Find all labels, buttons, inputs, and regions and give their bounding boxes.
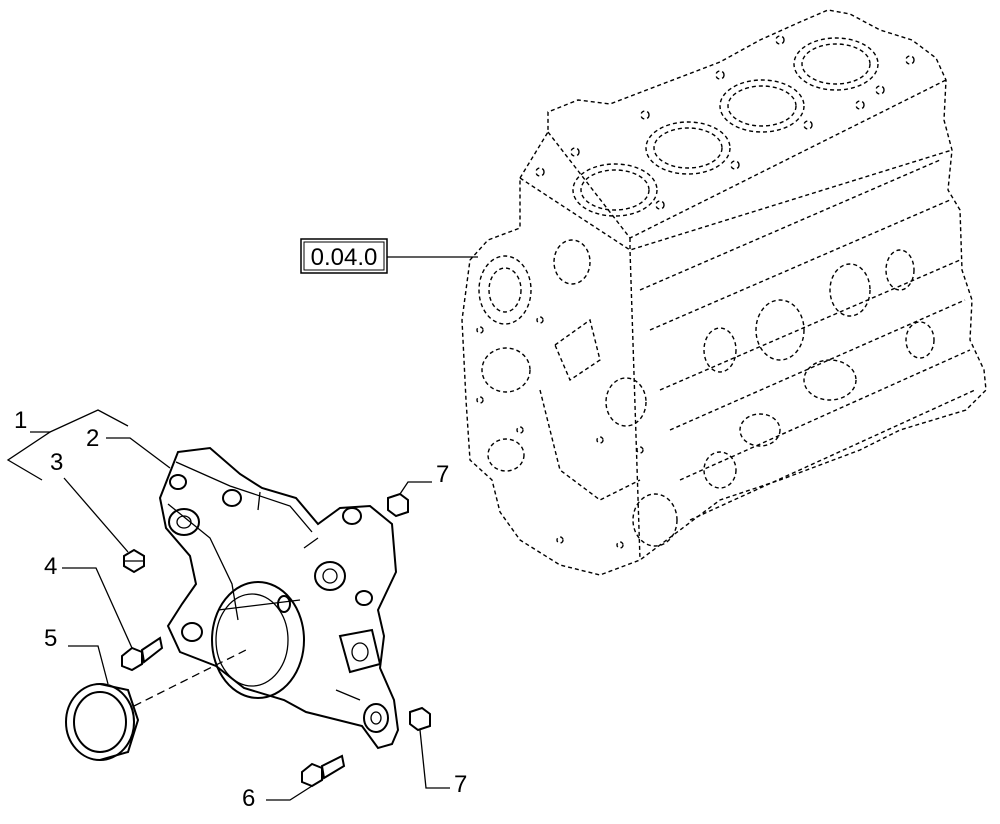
callout-5-label: 5	[44, 625, 57, 652]
reference-box: 0.04.0	[300, 238, 478, 274]
callout-7-lower: 7	[419, 729, 467, 798]
timing-cover	[158, 446, 400, 750]
callout-3-label: 3	[50, 449, 63, 476]
reference-label: 0.04.0	[311, 244, 378, 271]
engine-block-outline	[461, 9, 987, 576]
dowel-upper	[387, 492, 409, 518]
crankshaft-seal	[65, 647, 251, 761]
callout-5: 5	[44, 625, 109, 685]
dowel-plug	[123, 548, 145, 574]
callout-2: 2	[86, 425, 171, 469]
callout-2-label: 2	[86, 425, 99, 452]
callout-4-label: 4	[44, 553, 57, 580]
callout-1: 1	[6, 407, 129, 481]
dowel-lower	[409, 706, 431, 732]
callout-3: 3	[50, 449, 129, 553]
callout-7-upper-label: 7	[436, 461, 449, 488]
callout-6: 6	[242, 785, 313, 812]
callout-7-upper: 7	[399, 461, 449, 495]
callout-7-lower-label: 7	[454, 771, 467, 798]
callout-4: 4	[44, 553, 133, 649]
callout-6-label: 6	[242, 785, 255, 812]
bolt-upper	[121, 636, 164, 672]
callout-1-label: 1	[14, 407, 27, 434]
bolt-lower	[301, 754, 346, 788]
